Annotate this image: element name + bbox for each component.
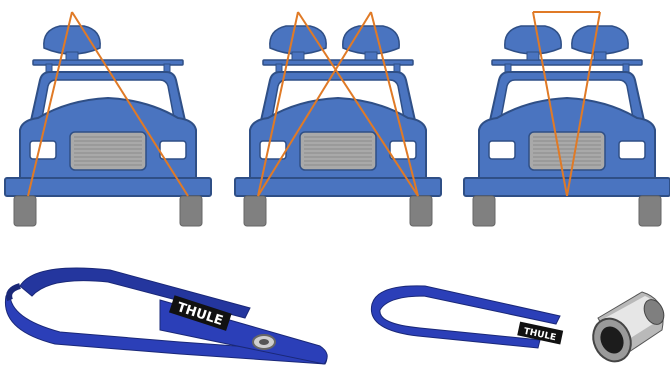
roof-box-icon <box>572 26 628 60</box>
car-panel-single-box <box>5 12 211 226</box>
roof-box-icon <box>505 26 561 60</box>
strap-photo-loop-eyelet: THULE <box>5 268 327 364</box>
buckle-icon <box>586 292 667 368</box>
car-panel-two-box-bridged <box>464 12 670 226</box>
car-panel-two-box-crossed <box>235 12 441 226</box>
strap-photo-loop-buckle: THULE <box>371 286 667 368</box>
